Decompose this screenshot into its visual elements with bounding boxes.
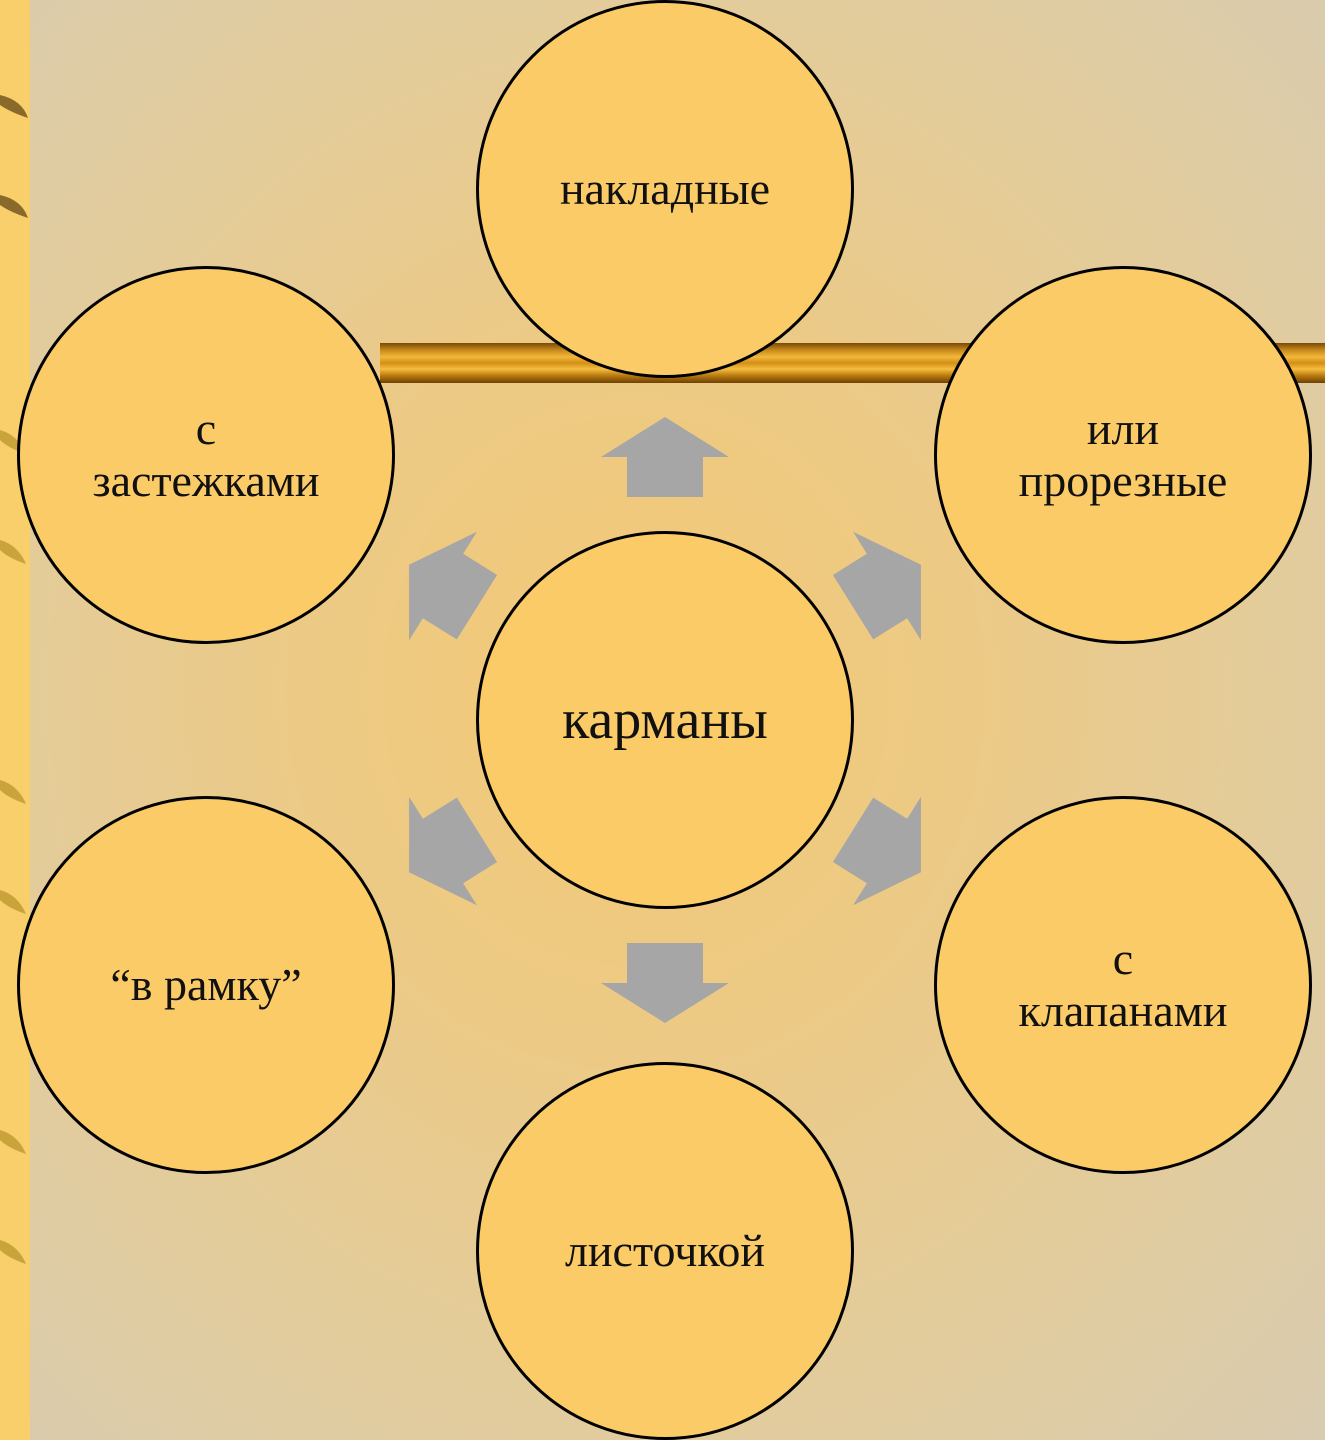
node-top-right: или прорезные xyxy=(934,266,1312,644)
leaf-ornament-icon xyxy=(0,1130,26,1154)
leaf-ornament-icon xyxy=(0,195,28,218)
node-top-label: накладные xyxy=(559,163,771,214)
leaf-ornament-icon xyxy=(0,780,26,804)
node-bottom-right-line1: с xyxy=(1112,933,1134,984)
node-top: накладные xyxy=(476,0,854,378)
arrow-up-right-icon xyxy=(832,531,921,641)
arrow-down-icon xyxy=(601,943,729,1023)
node-top-left-line1: с xyxy=(195,403,217,454)
arrow-down-left-icon xyxy=(409,796,498,906)
arrow-group xyxy=(409,417,921,1023)
arrow-up-icon xyxy=(601,417,729,497)
center-node-label: карманы xyxy=(562,689,768,751)
node-bottom: листочкой xyxy=(476,1062,854,1440)
node-bottom-left-label: “в рамку” xyxy=(110,959,302,1010)
arrow-down-right-icon xyxy=(832,796,921,906)
center-node: карманы xyxy=(476,531,854,909)
leaf-ornament-icon xyxy=(0,1240,26,1264)
leaf-ornament-icon xyxy=(0,890,26,914)
node-bottom-right-line2: клапанами xyxy=(1018,985,1228,1036)
node-top-left-line2: застежками xyxy=(92,455,320,506)
node-bottom-left: “в рамку” xyxy=(17,796,395,1174)
node-bottom-label: листочкой xyxy=(564,1225,766,1276)
node-bottom-right: с клапанами xyxy=(934,796,1312,1174)
leaf-ornament-icon xyxy=(0,540,26,564)
node-top-right-line2: прорезные xyxy=(1018,455,1228,506)
node-top-right-line1: или xyxy=(1086,403,1160,454)
node-top-left: с застежками xyxy=(17,266,395,644)
leaf-ornament-icon xyxy=(0,95,28,118)
left-decorative-strip xyxy=(0,0,30,1440)
arrow-up-left-icon xyxy=(409,531,498,641)
